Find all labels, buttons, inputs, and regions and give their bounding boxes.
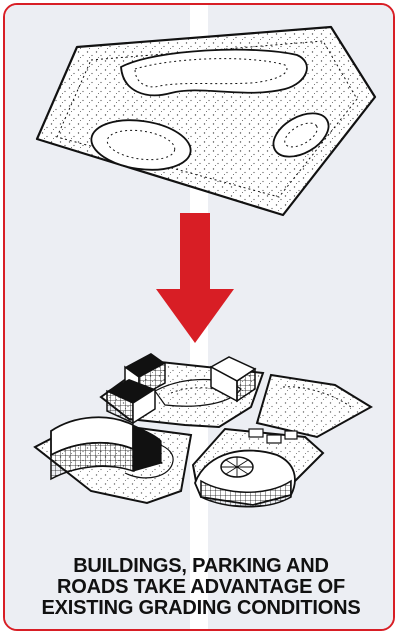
down-arrow-icon xyxy=(156,213,234,343)
caption-line-3: EXISTING GRADING CONDITIONS xyxy=(5,598,395,619)
grading-illustration xyxy=(5,5,395,545)
caption-line-1: BUILDINGS, PARKING AND xyxy=(5,556,395,577)
illustration-card: BUILDINGS, PARKING AND ROADS TAKE ADVANT… xyxy=(3,3,395,631)
caption-line-2: ROADS TAKE ADVANTAGE OF xyxy=(5,577,395,598)
existing-terrain-plot xyxy=(37,27,375,215)
developed-site-plan xyxy=(35,353,371,507)
